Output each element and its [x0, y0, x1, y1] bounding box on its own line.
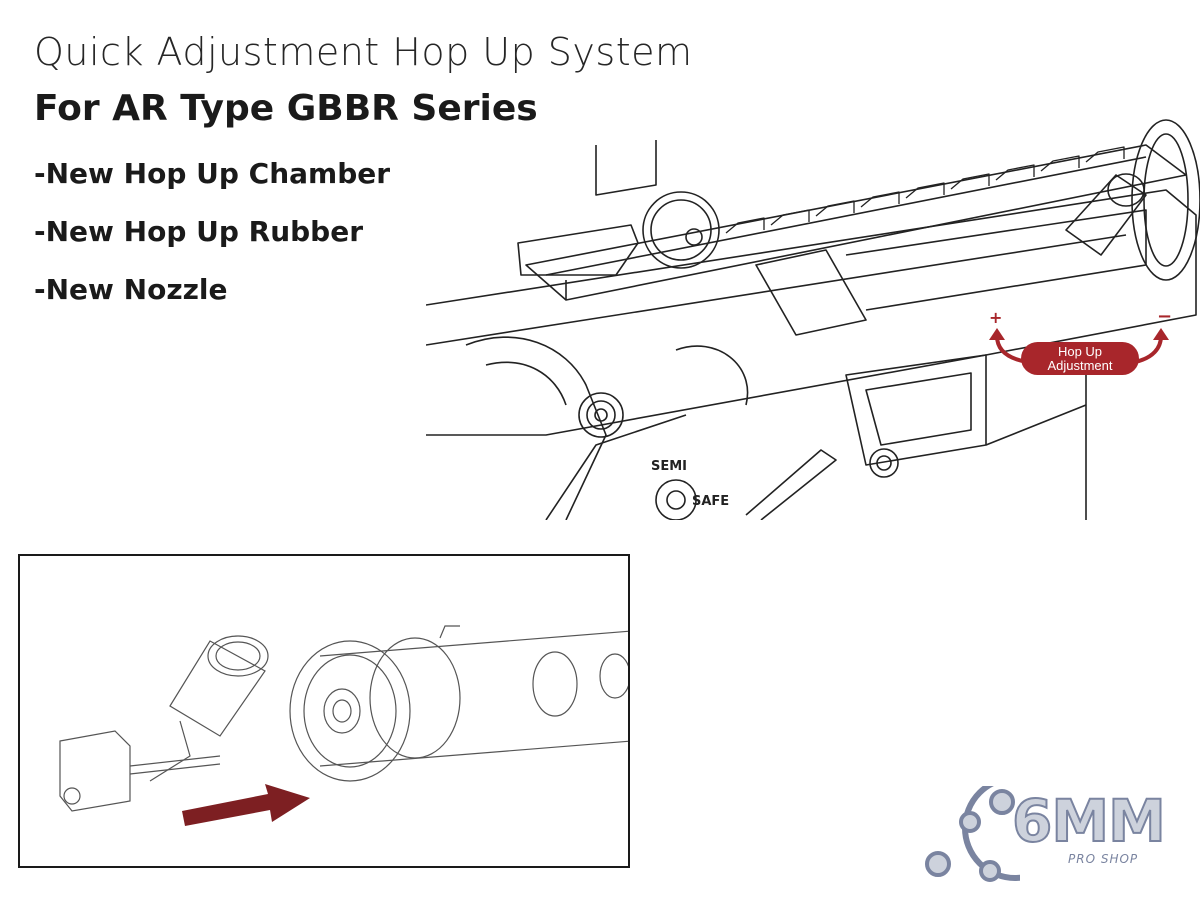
brand-logo: 6MM PRO SHOP [920, 786, 1180, 886]
exploded-view-illustration [59, 625, 628, 826]
molecule-icon [925, 786, 1020, 882]
safe-label: SAFE [692, 494, 729, 509]
receiver-illustration: SEMI SAFE [426, 119, 1200, 520]
logo-tagline: PRO SHOP [1068, 852, 1139, 866]
logo-wordmark: 6MM [1011, 787, 1167, 855]
decrease-symbol: − [1157, 306, 1173, 327]
page-subtitle: For AR Type GBBR Series [34, 88, 538, 129]
hop-up-label: Hop Up Adjustment [1021, 342, 1139, 375]
hop-up-callout: + − Hop Up Adjustment [985, 306, 1175, 380]
increase-symbol: + [989, 308, 1003, 327]
feature-item-chamber: -New Hop Up Chamber [34, 157, 391, 190]
exploded-view-panel [18, 554, 630, 868]
semi-label: SEMI [651, 459, 687, 474]
hop-up-label-line2: Adjustment [1047, 357, 1113, 373]
feature-list: -New Hop Up Chamber -New Hop Up Rubber -… [34, 152, 390, 326]
page-title: Quick Adjustment Hop Up System [34, 30, 693, 74]
feature-item-rubber: -New Hop Up Rubber [34, 215, 364, 248]
hop-up-label-line1: Hop Up [1057, 343, 1103, 359]
feature-item-nozzle: -New Nozzle [34, 273, 228, 306]
